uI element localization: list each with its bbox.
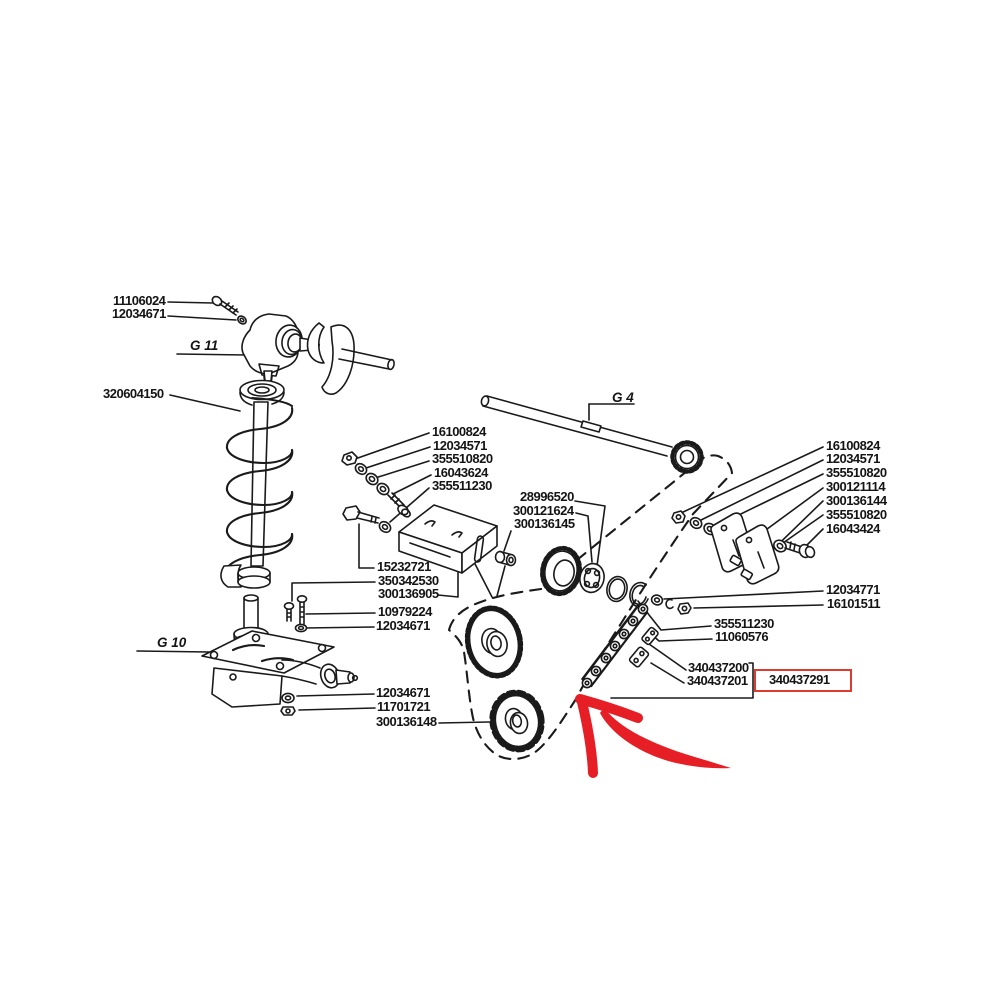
washer-stack-middle [341, 451, 411, 534]
part-label-16043424: 16043424 [826, 521, 880, 536]
auger-blade-fragment [306, 322, 395, 395]
part-label-12034671-b: 12034671 [376, 685, 430, 700]
auger-spiral [220, 370, 294, 589]
chain-case-dashed-outline [447, 454, 734, 761]
part-label-16100824-m: 16100824 [432, 424, 486, 439]
part-label-355511230-m: 355511230 [432, 478, 492, 493]
part-label-355510820-m: 355510820 [432, 451, 493, 466]
part-label-12034671-a: 12034671 [112, 306, 166, 321]
highlighted-part-box: 340437291 [754, 669, 852, 692]
part-label-10979224: 10979224 [378, 604, 432, 619]
chain-connecting-link-2 [628, 646, 650, 668]
gearbox-fasteners [280, 594, 308, 716]
gearbox-g10 [201, 594, 359, 708]
figure-label-g10: G 10 [157, 635, 187, 650]
chain-connecting-link-1 [641, 626, 659, 646]
part-label-300121114: 300121114 [826, 479, 886, 494]
part-label-300136145: 300136145 [514, 516, 575, 531]
part-label-320604150: 320604150 [103, 386, 164, 401]
part-label-11701721: 11701721 [377, 699, 431, 714]
right-washer-bolt [773, 539, 816, 559]
part-label-300121624: 300121624 [513, 503, 574, 518]
case-sprockets [464, 605, 545, 753]
red-highlight-arrow [575, 694, 731, 778]
part-label-12034671-l: 12034671 [376, 618, 430, 633]
part-label-11106024: 11106024 [113, 293, 166, 308]
part-label-16100824-r: 16100824 [826, 438, 880, 453]
part-label-340437201: 340437201 [687, 673, 748, 688]
shaft-g4 [480, 395, 704, 474]
part-label-28996520: 28996520 [520, 489, 574, 504]
support-bracket [398, 504, 517, 574]
part-label-340437291: 340437291 [769, 672, 830, 687]
part-label-300136148: 300136148 [376, 714, 437, 729]
part-label-300136144: 300136144 [826, 493, 887, 508]
part-label-16101511: 16101511 [827, 596, 881, 611]
part-label-340437200: 340437200 [688, 660, 749, 675]
part-label-15232721: 15232721 [377, 559, 431, 574]
figure-label-g11: G 11 [190, 338, 219, 353]
part-label-355510820-r2: 355510820 [826, 507, 887, 522]
part-label-355511230-r: 355511230 [714, 616, 774, 631]
part-label-350342530: 350342530 [378, 573, 439, 588]
part-label-12034771: 12034771 [826, 582, 880, 597]
bearing-assembly [540, 545, 692, 615]
part-label-16043624: 16043624 [434, 465, 488, 480]
screw-and-washer-top [211, 295, 247, 325]
part-label-11060576: 11060576 [715, 629, 769, 644]
part-label-300136905: 300136905 [378, 586, 439, 601]
part-label-12034571-r: 12034571 [826, 451, 880, 466]
part-label-355510820-r1: 355510820 [826, 465, 887, 480]
figure-label-g4: G 4 [612, 390, 634, 405]
tensioner-plates [710, 512, 780, 585]
part-label-12034571-m: 12034571 [433, 438, 487, 453]
chain-segment [581, 603, 659, 689]
